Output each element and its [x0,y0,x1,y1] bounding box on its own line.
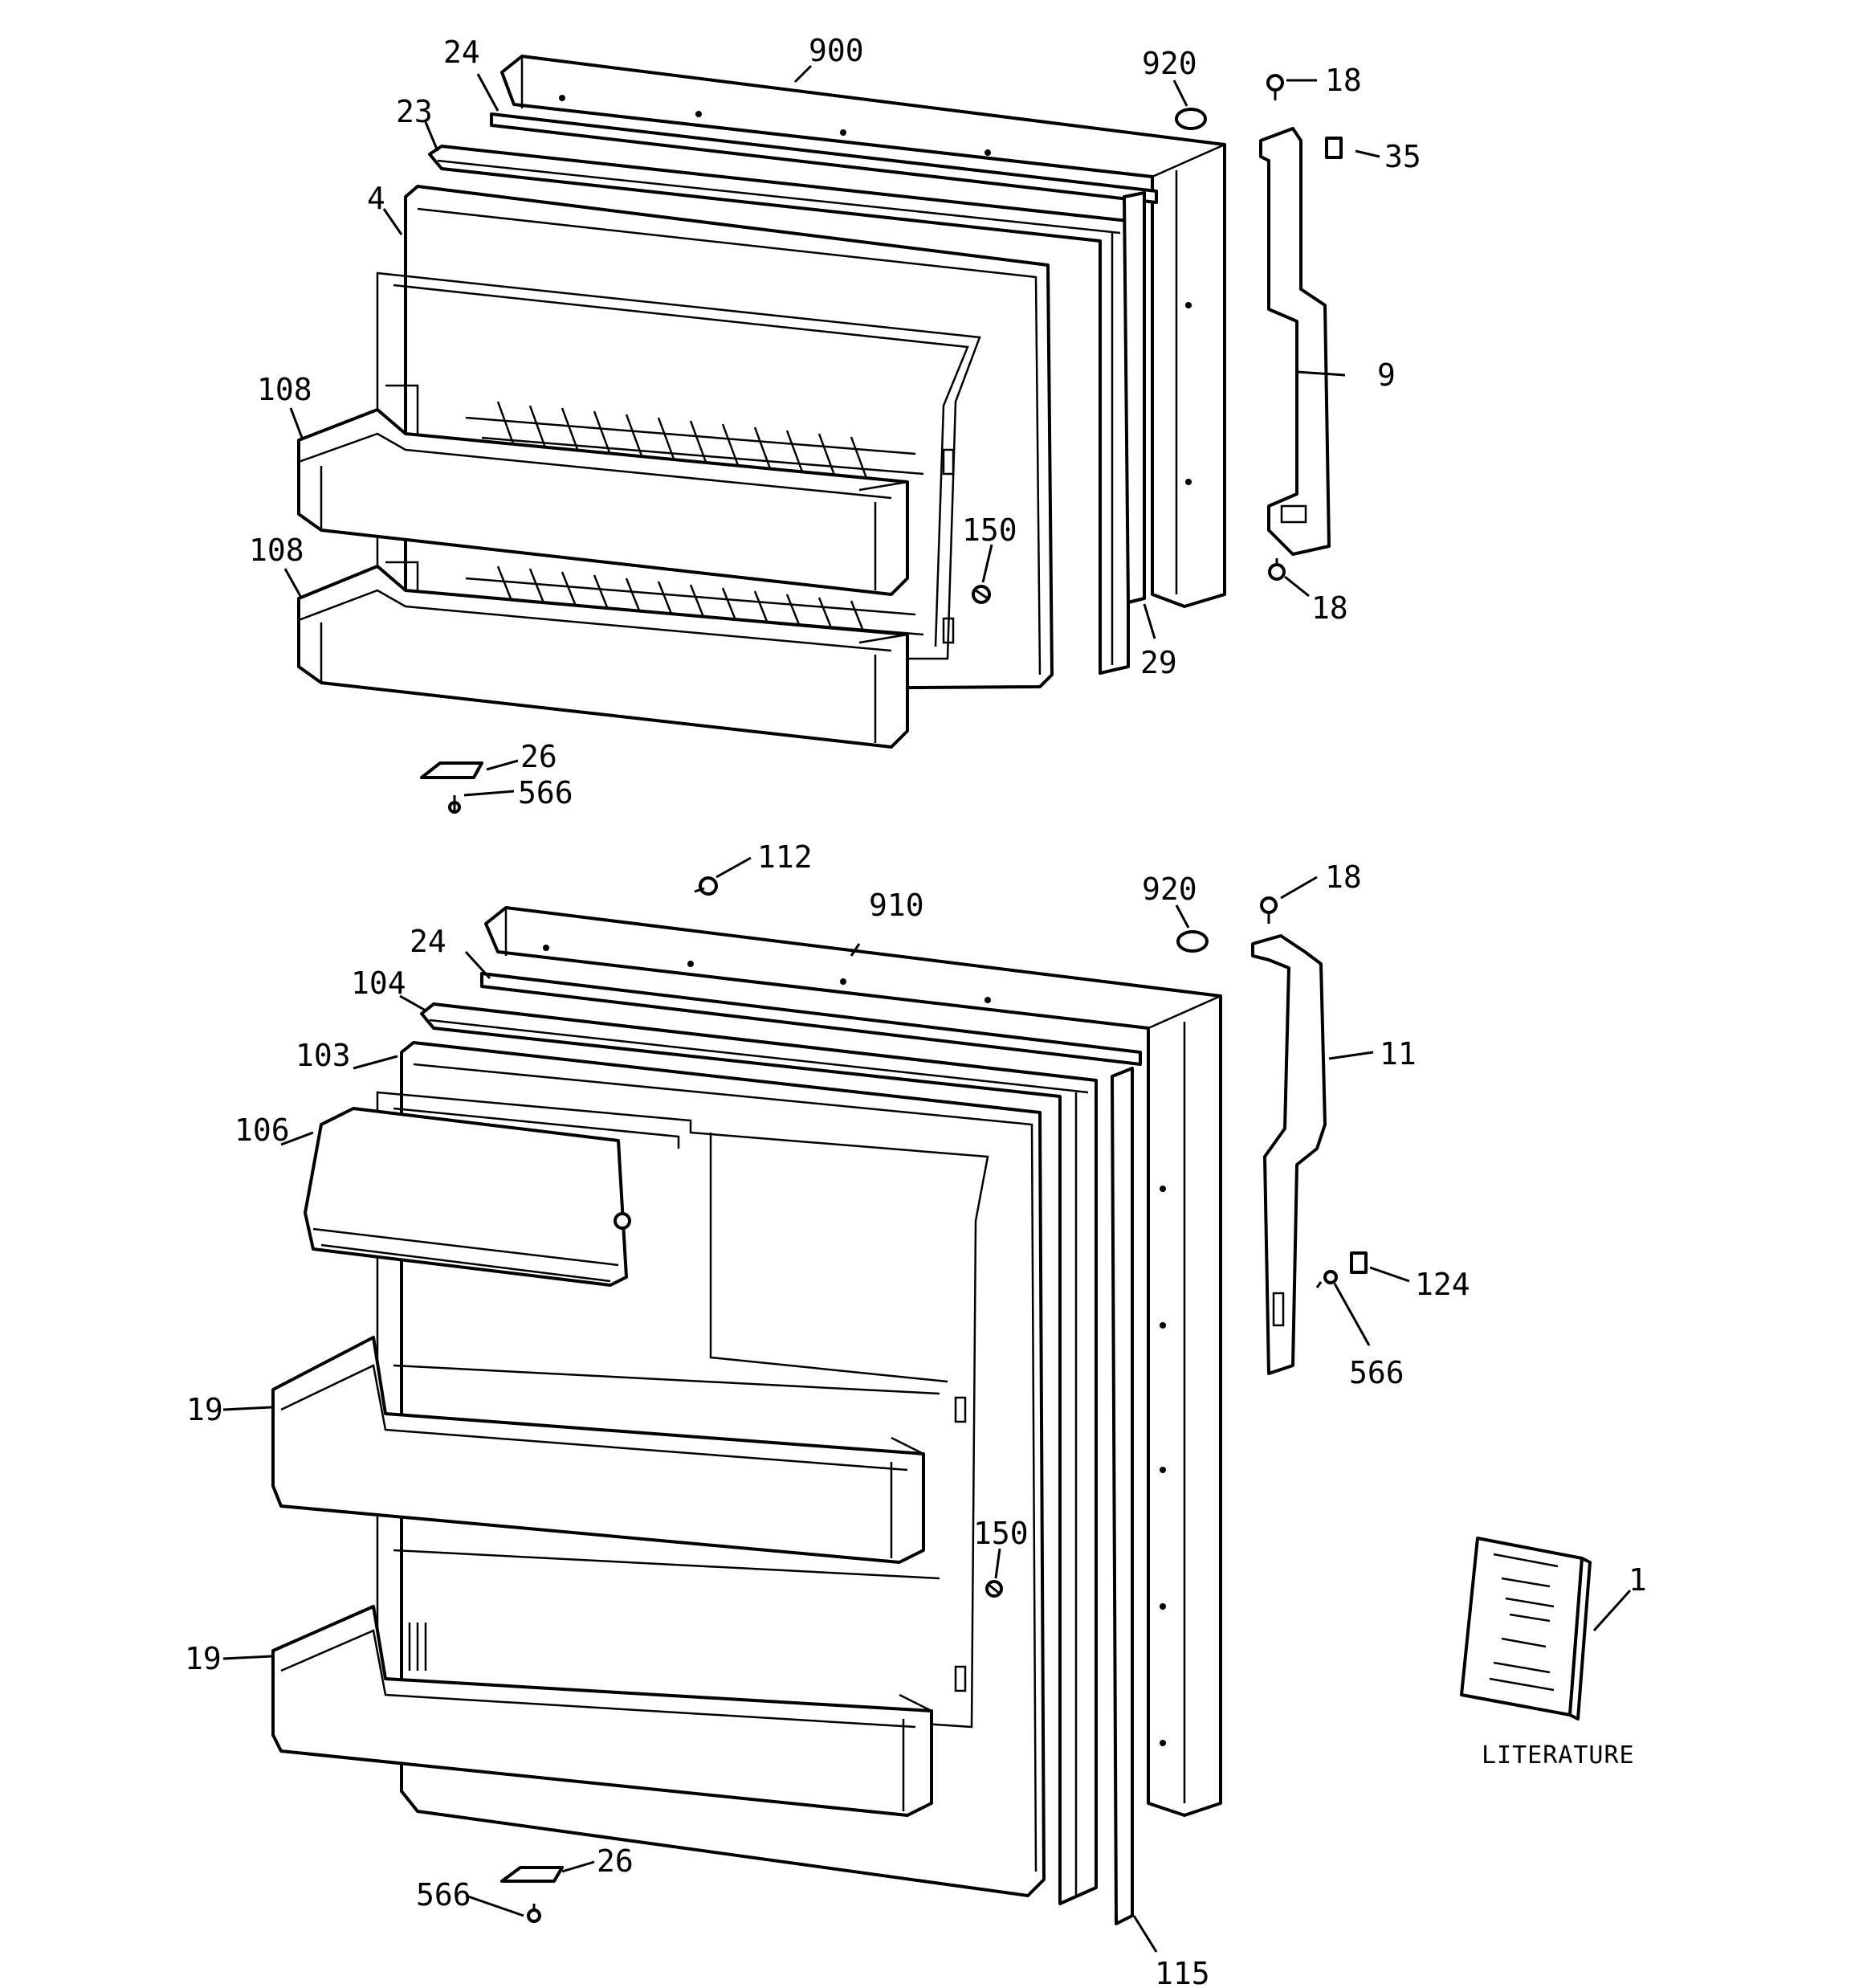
part-11-hinge [1251,934,1327,1375]
label-26-top: 26 [520,739,557,774]
label-29: 29 [1140,645,1177,680]
label-literature: LITERATURE [1482,1741,1635,1770]
label-24-top: 24 [443,35,480,70]
part-26-bracket [500,1866,564,1883]
label-108-lower: 108 [249,533,304,568]
label-106: 106 [234,1112,290,1148]
part-labels: 900 920 18 35 24 23 4 9 108 150 108 18 2… [185,33,1647,1988]
part-26-bracket [420,761,483,779]
part-920-plug [1176,930,1209,953]
label-18-top-b: 18 [1311,590,1348,626]
label-11: 11 [1380,1036,1417,1072]
part-9-hinge [1259,127,1331,556]
fresh-food-door-assembly [271,876,1368,1925]
label-19-upper: 19 [186,1392,223,1427]
label-112: 112 [757,839,813,875]
part-900-door-panel [500,55,1226,608]
label-9: 9 [1377,357,1396,393]
label-920-top: 920 [1142,46,1197,81]
label-566-top: 566 [518,775,573,810]
label-19-lower: 19 [185,1641,222,1676]
label-115: 115 [1155,1956,1210,1988]
label-150-bottom: 150 [973,1516,1029,1551]
part-29-gasket-strip [1123,191,1146,604]
part-24-gasket-strip [490,112,1158,204]
part-35-clip [1325,137,1343,159]
label-103: 103 [296,1038,351,1073]
label-23: 23 [396,94,433,129]
part-19-upper-door-shelf [271,1336,925,1564]
part-112-screw [694,876,718,896]
part-566-screw [448,795,461,814]
label-18-bottom: 18 [1325,859,1362,895]
label-566-bottom: 566 [416,1877,471,1912]
part-150-screw [985,1580,1003,1598]
part-920-plug [1175,108,1207,130]
part-1-literature-booklet [1460,1537,1592,1721]
label-26-bottom: 26 [597,1843,634,1879]
part-24-gasket-strip [480,972,1142,1066]
part-566-screw-hinge [1315,1270,1338,1288]
part-150-screw [972,585,991,604]
part-104-door-gasket [420,1002,1098,1905]
label-108-upper: 108 [257,372,312,407]
part-23-door-gasket [428,145,1130,675]
part-566-screw-bracket [527,1904,541,1923]
label-910: 910 [869,888,924,923]
part-115-gasket-strip [1111,1067,1134,1925]
label-24-bottom: 24 [410,924,446,959]
label-900: 900 [809,33,864,68]
part-108-upper-door-shelf [297,408,909,596]
part-19-lower-door-shelf [271,1605,933,1817]
part-910-door-panel [484,906,1222,1817]
label-124: 124 [1415,1267,1470,1302]
label-18-top-a: 18 [1325,63,1362,98]
part-18-screw-bottom [1268,558,1286,581]
part-106-dairy-compartment [304,1107,631,1287]
label-150-top: 150 [962,512,1017,548]
label-104: 104 [351,965,406,1001]
leader-lines [222,64,1632,1953]
label-35: 35 [1384,139,1421,174]
label-1: 1 [1629,1562,1647,1598]
part-18-screw-top [1266,74,1284,100]
label-566-hinge: 566 [1349,1355,1404,1390]
freezer-door-assembly [297,55,1343,814]
label-4: 4 [367,181,385,216]
part-124-clip [1350,1251,1368,1274]
label-920-bottom: 920 [1142,872,1197,907]
part-108-lower-door-shelf [297,565,909,749]
part-18-screw [1260,896,1278,924]
